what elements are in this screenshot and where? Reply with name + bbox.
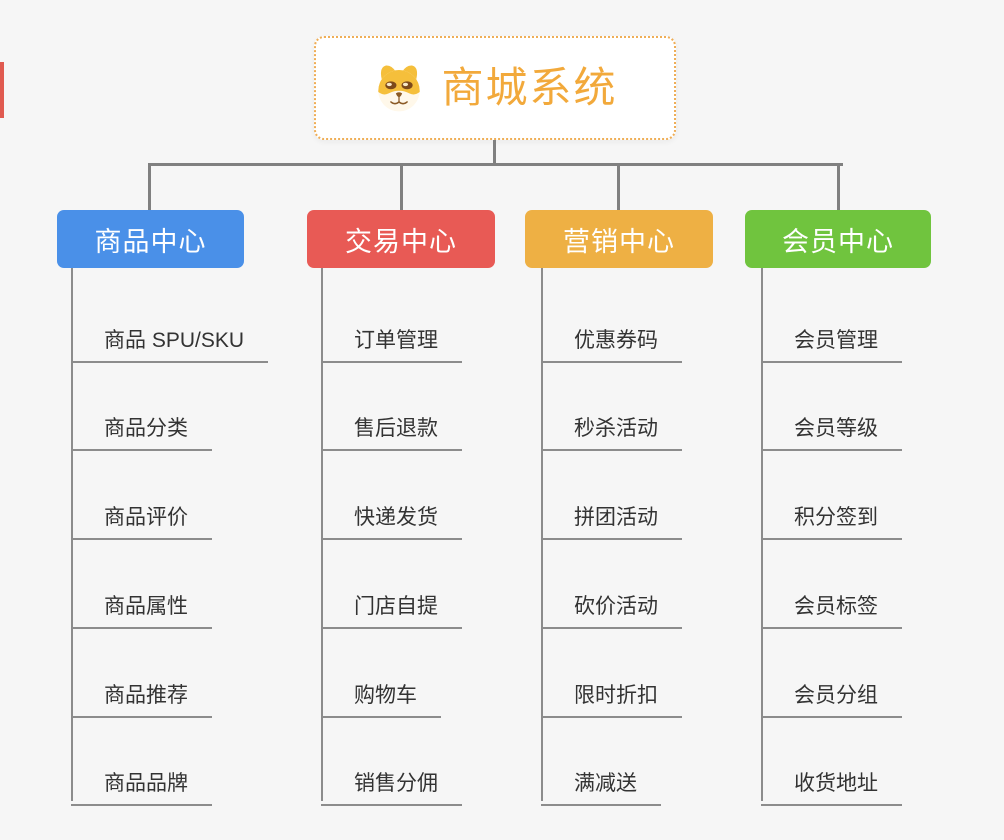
connector-drop-member <box>837 163 840 210</box>
branch-node-marketing-center[interactable]: 营销中心 <box>525 210 713 268</box>
spine-product-center <box>71 268 73 801</box>
leaf-node[interactable]: 限时折扣 <box>541 663 682 718</box>
connector-drop-product <box>148 163 151 210</box>
screen-edge-artifact <box>0 62 4 118</box>
leaf-node[interactable]: 砍价活动 <box>541 574 682 629</box>
spine-trade-center <box>321 268 323 801</box>
connector-drop-marketing <box>617 163 620 210</box>
branch-node-trade-center[interactable]: 交易中心 <box>307 210 495 268</box>
branch-node-product-center[interactable]: 商品中心 <box>57 210 244 268</box>
leaf-node[interactable]: 售后退款 <box>321 396 462 451</box>
spine-marketing-center <box>541 268 543 801</box>
leaf-node[interactable]: 会员标签 <box>761 574 902 629</box>
leaf-node[interactable]: 商品分类 <box>71 396 212 451</box>
leaf-node[interactable]: 会员分组 <box>761 663 902 718</box>
leaf-node[interactable]: 商品 SPU/SKU <box>71 308 269 363</box>
leaf-node[interactable]: 订单管理 <box>321 308 462 363</box>
leaf-node[interactable]: 商品评价 <box>71 485 212 540</box>
leaf-node[interactable]: 积分签到 <box>761 485 902 540</box>
leaf-node[interactable]: 拼团活动 <box>541 485 682 540</box>
connector-drop-trade <box>400 163 403 210</box>
leaf-node[interactable]: 购物车 <box>321 663 441 718</box>
leaf-node[interactable]: 门店自提 <box>321 574 462 629</box>
leaf-node[interactable]: 满减送 <box>541 751 661 806</box>
leaf-node[interactable]: 商品推荐 <box>71 663 212 718</box>
spine-member-center <box>761 268 763 801</box>
leaf-node[interactable]: 秒杀活动 <box>541 396 682 451</box>
leaf-node[interactable]: 优惠券码 <box>541 308 682 363</box>
leaf-node[interactable]: 会员管理 <box>761 308 902 363</box>
leaf-node[interactable]: 销售分佣 <box>321 751 462 806</box>
root-node-mall-system[interactable]: 商城系统 <box>314 36 676 140</box>
leaf-node[interactable]: 商品属性 <box>71 574 212 629</box>
leaf-node[interactable]: 会员等级 <box>761 396 902 451</box>
branch-node-member-center[interactable]: 会员中心 <box>745 210 931 268</box>
shiba-doge-icon <box>372 61 426 115</box>
leaf-node[interactable]: 收货地址 <box>761 751 902 806</box>
connector-main-horizontal <box>148 163 843 166</box>
connector-root-drop <box>493 140 496 165</box>
leaf-node[interactable]: 快递发货 <box>321 485 462 540</box>
leaf-node[interactable]: 商品品牌 <box>71 751 212 806</box>
root-title: 商城系统 <box>441 64 618 111</box>
